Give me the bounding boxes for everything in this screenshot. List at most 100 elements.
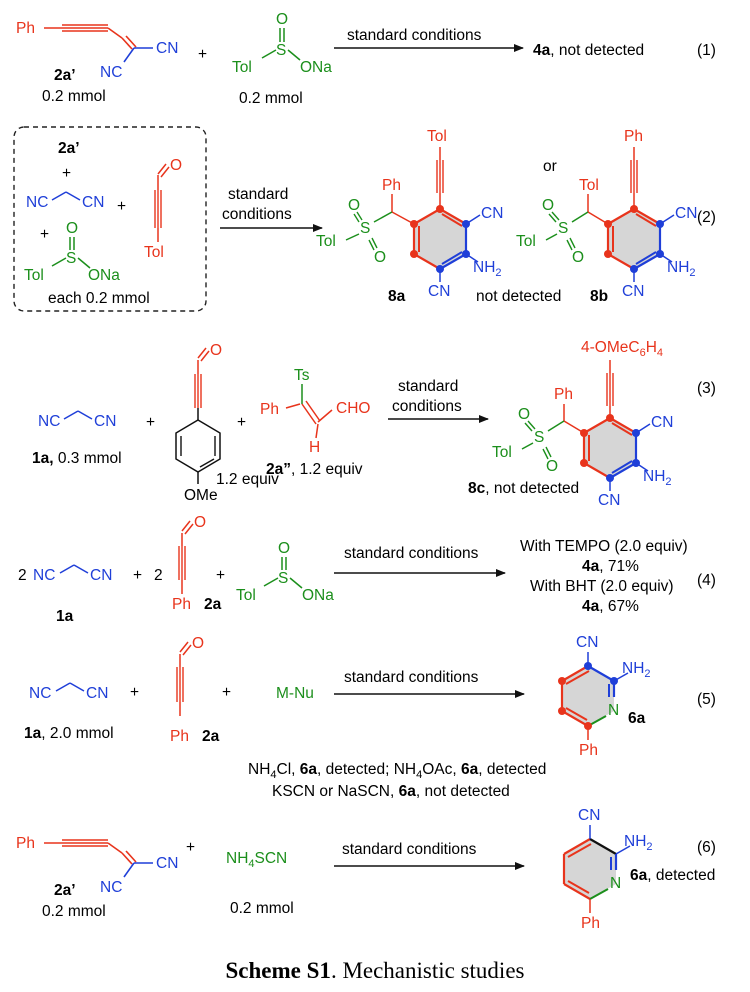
ynal-reagent: O Tol <box>144 157 182 261</box>
svg-text:Ph: Ph <box>554 386 573 403</box>
svg-text:CN: CN <box>622 283 644 300</box>
product-result: 6a, detected <box>630 867 715 884</box>
plus-sign: + <box>198 46 207 63</box>
salt-note-1: NH4Cl, 6a, detected; NH4OAc, 6a, detecte… <box>248 761 546 781</box>
result-label: not detected <box>476 288 561 305</box>
plus-sign: + <box>40 226 49 243</box>
svg-text:CN: CN <box>156 855 178 872</box>
product-6a: N CN NH2 Ph <box>562 807 653 932</box>
svg-text:OMe: OMe <box>184 487 218 504</box>
equation-5: NC CN 1a, 2.0 mmol + O Ph 2a + M-Nu stan… <box>24 634 716 800</box>
svg-text:Tol: Tol <box>427 128 447 145</box>
svg-text:CN: CN <box>578 807 600 824</box>
svg-text:Tol: Tol <box>516 233 536 250</box>
svg-text:With BHT (2.0 equiv): With BHT (2.0 equiv) <box>530 578 674 595</box>
nucleophile-label: M-Nu <box>276 685 314 702</box>
svg-text:NH2: NH2 <box>667 259 696 279</box>
svg-text:S: S <box>534 429 544 446</box>
plus-sign: + <box>133 567 142 584</box>
svg-text:Ph: Ph <box>16 835 35 852</box>
svg-text:CN: CN <box>576 634 598 651</box>
svg-text:Ph: Ph <box>581 915 600 932</box>
phenyl-ynal: O Ph 2a <box>170 635 220 745</box>
salt-note-2: KSCN or NaSCN, 6a, not detected <box>272 783 510 800</box>
svg-text:4a, 67%: 4a, 67% <box>582 598 639 615</box>
amount-label: 0.2 mmol <box>230 900 294 917</box>
svg-text:NH2: NH2 <box>622 660 651 680</box>
reagent-box <box>13 126 207 312</box>
product-6a: N CN NH2 Ph 6a <box>558 634 651 759</box>
arrow-label: standard conditions <box>344 545 479 562</box>
svg-text:4-OMeC6H4: 4-OMeC6H4 <box>581 339 663 359</box>
svg-text:CN: CN <box>481 205 503 222</box>
svg-text:1a, 0.3 mmol: 1a, 0.3 mmol <box>32 450 122 467</box>
compound-label: 2a <box>202 728 220 745</box>
equation-4: 2 NC CN 1a + 2 O Ph 2a + O S <box>18 514 716 625</box>
reactant-2a-prime: Ph CN NC 2a’ 0.2 mmol <box>16 835 178 920</box>
svg-text:O: O <box>546 458 558 475</box>
svg-text:ONa: ONa <box>302 587 334 604</box>
equation-number: (2) <box>697 209 716 226</box>
malononitrile: NC CN 1a, 2.0 mmol <box>24 682 114 742</box>
compound-label: 2a’ <box>54 882 76 899</box>
sodium-sulfinate: O S Tol ONa <box>24 220 120 284</box>
plus-sign: + <box>62 165 71 182</box>
svg-text:Tol: Tol <box>144 244 164 261</box>
anisyl-ynal: O OMe 1.2 equiv <box>175 342 279 504</box>
svg-text:O: O <box>194 514 206 531</box>
svg-text:Ph: Ph <box>624 128 643 145</box>
svg-text:S: S <box>278 570 288 587</box>
svg-text:With TEMPO (2.0 equiv): With TEMPO (2.0 equiv) <box>520 538 688 555</box>
equation-1: Ph CN NC 2a’ 0.2 mmol + O S Tol ONa 0.2 … <box>16 11 716 107</box>
sodium-oxide-label: ONa <box>300 59 332 76</box>
coefficient: 2 <box>18 567 27 584</box>
svg-text:CN: CN <box>90 567 112 584</box>
svg-text:NC: NC <box>38 413 60 430</box>
equation-number: (6) <box>697 839 716 856</box>
arrow-label: standard <box>228 186 288 203</box>
plus-sign: + <box>117 198 126 215</box>
svg-text:CN: CN <box>651 414 673 431</box>
arrow-label: standard conditions <box>342 841 477 858</box>
svg-text:O: O <box>210 342 222 359</box>
sodium-sulfinate: O S Tol ONa 0.2 mmol <box>232 11 332 107</box>
malononitrile: NC CN 1a, 0.3 mmol <box>32 410 122 467</box>
ammonium-thiocyanate: NH4SCN <box>226 850 287 870</box>
product-8b: Ph Tol S O O Tol CN NH2 CN <box>516 128 697 300</box>
svg-text:NH2: NH2 <box>643 468 672 488</box>
reactant-2a-prime: Ph CN NC 2a’ 0.2 mmol <box>16 20 178 105</box>
arrow-label: standard <box>398 378 458 395</box>
phenyl-ynal: O Ph 2a <box>172 514 222 613</box>
svg-text:4a, 71%: 4a, 71% <box>582 558 639 575</box>
plus-sign: + <box>186 839 195 856</box>
svg-text:N: N <box>608 702 619 719</box>
tolyl-label: Tol <box>232 59 252 76</box>
svg-text:CN: CN <box>82 194 104 211</box>
svg-text:Tol: Tol <box>579 177 599 194</box>
svg-text:Ph: Ph <box>579 742 598 759</box>
nitrile-label: NC <box>100 64 122 81</box>
equation-3: NC CN 1a, 0.3 mmol + O OMe 1.2 equiv + <box>32 339 716 509</box>
svg-text:Ph: Ph <box>172 596 191 613</box>
svg-text:O: O <box>66 220 78 237</box>
equation-number: (3) <box>697 380 716 397</box>
equiv-label: 1.2 equiv <box>216 471 279 488</box>
malononitrile: NC CN <box>33 564 112 584</box>
svg-text:Ph: Ph <box>382 177 401 194</box>
svg-text:Tol: Tol <box>24 267 44 284</box>
product-8a: Tol Ph S O O Tol CN NH2 CN 8a <box>316 128 503 305</box>
svg-text:1a, 2.0 mmol: 1a, 2.0 mmol <box>24 725 114 742</box>
svg-text:H: H <box>309 439 320 456</box>
scheme-caption: Scheme S1. Mechanistic studies <box>226 958 525 983</box>
amount-label: 0.2 mmol <box>239 90 303 107</box>
svg-text:N: N <box>610 875 621 892</box>
svg-text:NC: NC <box>33 567 55 584</box>
svg-text:Tol: Tol <box>492 444 512 461</box>
svg-text:O: O <box>170 157 182 174</box>
svg-text:NH2: NH2 <box>624 833 653 853</box>
equation-number: (1) <box>697 42 716 59</box>
svg-text:S: S <box>558 220 568 237</box>
svg-text:O: O <box>278 540 290 557</box>
sodium-sulfinate: O S Tol ONa <box>236 540 334 604</box>
